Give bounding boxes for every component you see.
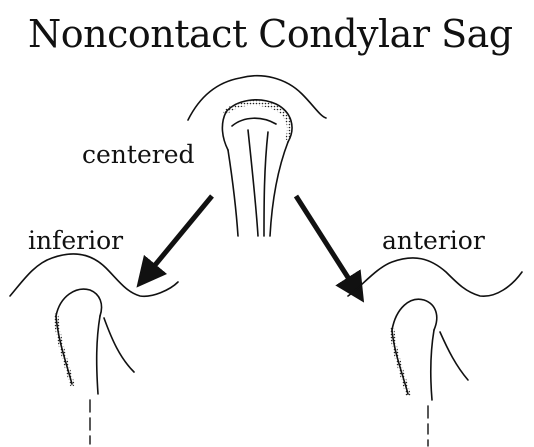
- fossa-inferior: [10, 254, 178, 296]
- fossa-anterior: [348, 258, 522, 296]
- condyle-inferior: [56, 289, 102, 316]
- joint-inferior: [10, 254, 178, 444]
- condyle-anterior: [392, 299, 437, 330]
- fossa-centered: [188, 76, 326, 120]
- arrow-to-inferior: [146, 196, 212, 276]
- arrow-to-anterior: [296, 196, 356, 290]
- joint-anterior: [348, 258, 522, 446]
- ramus-centered: [228, 150, 238, 236]
